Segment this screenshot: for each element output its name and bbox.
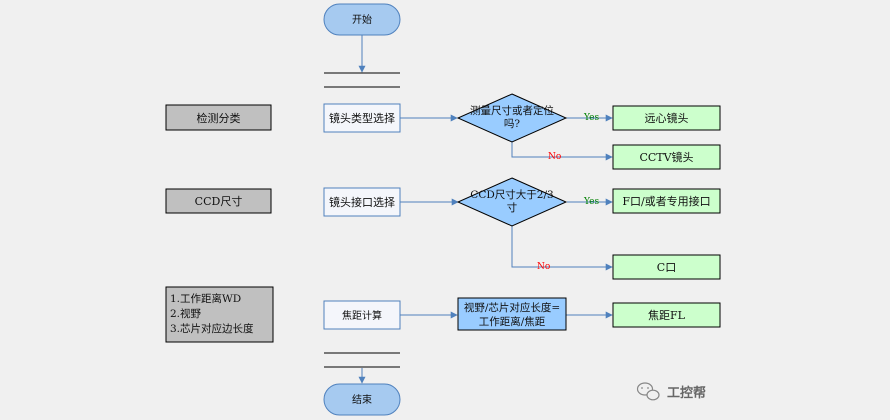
row1-process-label: 镜头类型选择 bbox=[329, 111, 395, 125]
row1-decision-line1: 测量尺寸或者定位 bbox=[470, 104, 554, 117]
row3-param-2: 2.视野 bbox=[170, 307, 202, 320]
row1-category-box: 检测分类 bbox=[165, 104, 272, 131]
start-terminal: 开始 bbox=[323, 3, 401, 36]
separator-bars bbox=[324, 72, 400, 368]
row2-result-no: C口 bbox=[612, 254, 721, 280]
row2-process-label: 镜头接口选择 bbox=[329, 195, 395, 209]
row3-formula-line2: 工作距离/焦距 bbox=[479, 315, 546, 328]
row1-result-no-label: CCTV镜头 bbox=[639, 150, 693, 164]
row1-process-box: 镜头类型选择 bbox=[323, 103, 401, 133]
row2-yes-label: Yes bbox=[583, 197, 599, 207]
row2-result-yes-label: F口/或者专用接口 bbox=[622, 194, 710, 208]
wechat-icon bbox=[636, 382, 660, 401]
row2-category-box: CCD尺寸 bbox=[165, 188, 272, 214]
row1-result-yes-label: 远心镜头 bbox=[645, 111, 689, 125]
end-terminal: 结束 bbox=[323, 383, 401, 416]
row3-result-label: 焦距FL bbox=[648, 309, 686, 322]
row2-decision: CCD尺寸大于2/3 寸 bbox=[456, 177, 568, 227]
connectors bbox=[358, 35, 613, 384]
row3-param-3: 3.芯片对应边长度 bbox=[170, 322, 254, 335]
row2-decision-line1: CCD尺寸大于2/3 bbox=[470, 188, 553, 201]
row2-result-no-label: C口 bbox=[657, 261, 676, 274]
watermark: 工控帮 bbox=[636, 382, 706, 401]
row3-formula-box: 视野/芯片对应长度= 工作距离/焦距 bbox=[457, 297, 567, 331]
row3-params-box: 1.工作距离WD 2.视野 3.芯片对应边长度 bbox=[165, 286, 274, 343]
row3-param-1: 1.工作距离WD bbox=[170, 292, 241, 305]
row1-decision-line2: 吗? bbox=[504, 118, 520, 130]
row3-formula-line1: 视野/芯片对应长度= bbox=[464, 301, 560, 314]
arrow-row2-no bbox=[511, 226, 613, 271]
row1-result-no: CCTV镜头 bbox=[612, 144, 721, 170]
row1-yes-label: Yes bbox=[583, 113, 599, 123]
row1-no-label: No bbox=[548, 152, 561, 162]
row2-result-yes: F口/或者专用接口 bbox=[612, 188, 721, 214]
end-label: 结束 bbox=[352, 393, 372, 406]
row3-process-box: 焦距计算 bbox=[323, 300, 401, 330]
start-label: 开始 bbox=[352, 13, 372, 26]
row1-result-yes: 远心镜头 bbox=[612, 105, 721, 131]
row3-result-box: 焦距FL bbox=[612, 302, 721, 328]
row2-no-label: No bbox=[537, 262, 550, 272]
watermark-text: 工控帮 bbox=[667, 385, 706, 401]
arrow-row1-no bbox=[511, 142, 613, 161]
row1-decision: 测量尺寸或者定位 吗? bbox=[456, 93, 568, 143]
row2-decision-line2: 寸 bbox=[507, 201, 518, 214]
row2-process-box: 镜头接口选择 bbox=[323, 187, 401, 217]
row3-process-label: 焦距计算 bbox=[342, 309, 382, 322]
row1-category-label: 检测分类 bbox=[197, 111, 241, 125]
row2-category-label: CCD尺寸 bbox=[195, 194, 243, 208]
